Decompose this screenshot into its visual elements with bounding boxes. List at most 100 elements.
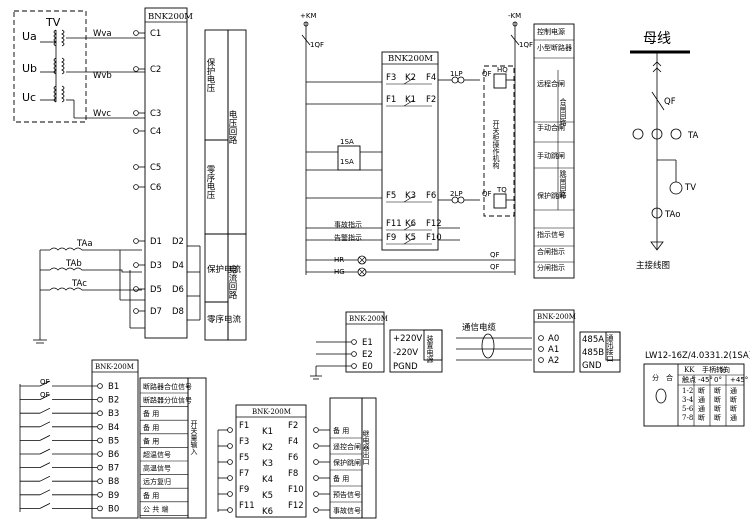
- ctrl-side-7: 保护跳闸: [537, 191, 565, 200]
- ctrl-1qf-right: 1QF: [519, 41, 533, 49]
- oneline-tao: TAo: [664, 210, 680, 220]
- ctrl-side-10: 分闸指示: [537, 263, 565, 272]
- input-label-3: 备 用: [143, 423, 159, 432]
- ctrl-2lp: 2LP: [450, 190, 463, 198]
- input-terminal-b7: B7: [108, 464, 119, 474]
- ctrl-hq: HQ: [497, 66, 508, 74]
- tv-dashed-frame: [13, 10, 87, 123]
- ct-label-b: TAb: [65, 259, 82, 269]
- comm-port-gnd: GND: [582, 361, 602, 371]
- output-row-1-left: F3: [239, 437, 249, 447]
- comm-terminal-a0: A0: [548, 334, 559, 344]
- table-cell-0-0: 1-2: [682, 387, 693, 395]
- input-terminal-b1: B1: [108, 382, 119, 392]
- group-protect-voltage: 保护电压: [205, 57, 215, 93]
- ctrl-1lp: 1LP: [450, 70, 463, 78]
- ctrl-row-3-right: F12: [426, 219, 442, 229]
- ctrl-side-1: 小型断路器: [537, 43, 572, 52]
- ctrl-row-2-mid: K3: [405, 191, 416, 201]
- oneline-ta: TA: [687, 131, 699, 141]
- output-row-5-mid: K6: [262, 507, 273, 517]
- output-row-2-left: F5: [239, 453, 249, 463]
- input-label-7: 远方复归: [143, 477, 171, 486]
- main-terminal-d3: D3: [150, 261, 162, 271]
- ctrl-qf-bottom: QF: [482, 190, 492, 198]
- ctrl-row-1-mid: K1: [405, 95, 416, 105]
- output-label-3: 备 用: [333, 474, 349, 483]
- group-voltage-circuit: 电压回路: [227, 109, 237, 145]
- main-terminal-c4: C4: [150, 127, 161, 137]
- ctrl-plus-km: +KM: [300, 12, 317, 20]
- ctrl-row-0-right: F4: [426, 73, 436, 83]
- table-handle-left: 分: [652, 373, 659, 382]
- comm-cable: 通信电缆: [462, 322, 497, 333]
- tv-line-c: Wvc: [93, 109, 111, 119]
- inputs-contact-qf-a: QF: [40, 378, 50, 386]
- output-label-1: 遥控合闸: [333, 442, 361, 451]
- ctrl-side-0: 控制电源: [537, 27, 565, 36]
- main-terminal-d1: D1: [150, 237, 162, 247]
- output-row-1-right: F4: [288, 437, 298, 447]
- tv-line-a: Wva: [93, 29, 112, 39]
- main-terminal-c2: C2: [150, 65, 161, 75]
- group-current-circuit: 电流回路: [227, 264, 237, 300]
- tv-block: TV Ua Ub Uc Wva Wvb Wvc: [13, 10, 145, 123]
- table-cell-0-3: 通: [730, 386, 737, 395]
- output-label-0: 备 用: [333, 426, 349, 435]
- main-terminal-c6: C6: [150, 183, 161, 193]
- output-row-0-left: F1: [239, 421, 249, 431]
- ctrl-qf-top: QF: [482, 70, 492, 78]
- inputs-contact-qf-b: QF: [40, 391, 50, 399]
- table-cell-2-2: 断: [714, 404, 721, 413]
- ctrl-1sa-a: 1SA: [340, 138, 354, 146]
- output-row-2-right: F6: [288, 453, 298, 463]
- table-cell-1-2: 断: [714, 395, 721, 404]
- comm-port-a: 485A: [582, 335, 604, 345]
- ctrl-row-0-left: F3: [386, 73, 396, 83]
- inputs-box-title: BNK-200M: [95, 363, 134, 371]
- output-row-4-right: F10: [288, 485, 304, 495]
- table-cell-2-0: 5-6: [682, 405, 694, 413]
- ctrl-row-3-left: F11: [386, 219, 402, 229]
- table-col-0: 触点: [682, 375, 696, 384]
- input-terminal-b6: B6: [108, 450, 119, 460]
- outputs-group: 继电器出口: [362, 429, 370, 465]
- input-label-9: 公 共 端: [143, 504, 168, 513]
- inputs-group: 开关量输入: [190, 420, 198, 455]
- ct-wiring: TAa TAb TAc: [33, 239, 201, 344]
- main-terminal-d5: D5: [150, 285, 162, 295]
- main-terminal-c1: C1: [150, 29, 161, 39]
- output-row-5-right: F12: [288, 501, 304, 511]
- main-terminal-c5: C5: [150, 163, 161, 173]
- table-cell-3-1: 断: [698, 413, 705, 422]
- ctrl-1qf-left: 1QF: [310, 41, 324, 49]
- output-row-2-mid: K3: [262, 459, 273, 469]
- power-terminal-e0: E0: [362, 362, 373, 372]
- main-terminal-d8: D8: [172, 307, 184, 317]
- ctrl-signal-alarm: 告警指示: [334, 233, 362, 242]
- ctrl-side-8: 指示信号: [537, 230, 565, 239]
- power-v-minus: -220V: [393, 348, 418, 358]
- main-terminal-c3: C3: [150, 109, 161, 119]
- outputs-box-title: BNK-200M: [252, 408, 291, 416]
- ctrl-mechanism: 开关柜操作机构: [492, 120, 500, 170]
- ct-label-a: TAa: [76, 239, 93, 249]
- output-row-5-left: F11: [239, 501, 255, 511]
- one-line-diagram: 母线 QF TA TV TAo 主接线图: [630, 31, 699, 271]
- ctrl-qf-hg: QF: [490, 263, 500, 271]
- table-cell-3-3: 通: [730, 413, 737, 422]
- table-col-3: +45°: [730, 376, 748, 384]
- oneline-title: 母线: [643, 31, 671, 47]
- output-row-0-right: F2: [288, 421, 298, 431]
- ctrl-side-5: 手动跳闸: [537, 151, 565, 160]
- input-label-2: 备 用: [143, 409, 159, 418]
- ctrl-row-4-left: F9: [386, 233, 396, 243]
